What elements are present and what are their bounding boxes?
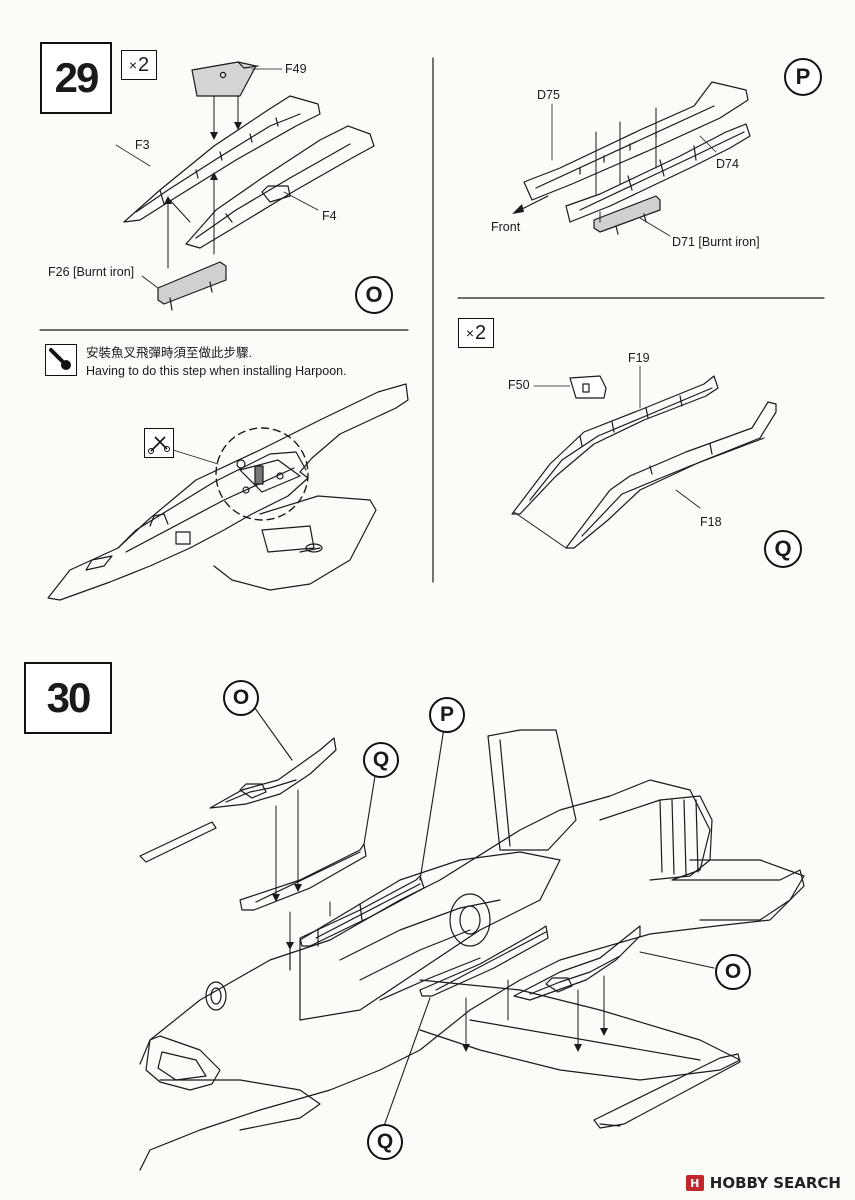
subassembly-q-bottom: [419, 925, 549, 997]
callout-q-bottom: Q: [367, 1124, 403, 1160]
callout-q-top: Q: [363, 742, 399, 778]
assembly-label-q: Q: [764, 530, 802, 568]
airframe-drawing: [139, 729, 805, 1171]
part-label-d71: D71 [Burnt iron]: [672, 235, 760, 249]
times-icon: ×: [465, 325, 475, 341]
part-label-f19: F19: [628, 351, 650, 365]
callout-o-bottom: O: [715, 954, 751, 990]
detail-circle: [215, 427, 309, 521]
subassembly-o-top: [209, 737, 337, 809]
callout-p: P: [429, 697, 465, 733]
harpoon-note: 安裝魚叉飛彈時須至做此步驟. Having to do this step wh…: [86, 344, 347, 380]
step-number-29: 29: [40, 42, 112, 114]
part-d74-drawing: [565, 123, 751, 223]
harpoon-note-en: Having to do this step when installing H…: [86, 364, 347, 378]
assembly-label-p: P: [784, 58, 822, 96]
part-label-f18: F18: [700, 515, 722, 529]
multiplier-value: 2: [138, 53, 150, 76]
part-f49-drawing: [191, 61, 283, 97]
times-icon: ×: [128, 57, 138, 73]
quantity-multiplier: ×2: [458, 318, 494, 348]
part-f18-drawing: [565, 401, 777, 549]
part-d71-drawing: [593, 195, 671, 237]
part-f26-drawing: [141, 261, 227, 311]
subassembly-p: [299, 875, 425, 947]
assembly-label-o: O: [355, 276, 393, 314]
step-number-30: 30: [24, 662, 112, 734]
part-f19-drawing: [511, 365, 719, 515]
part-label-f4: F4: [322, 209, 337, 223]
quantity-multiplier: ×2: [121, 50, 157, 80]
part-label-d74: D74: [716, 157, 739, 171]
part-label-f26: F26 [Burnt iron]: [48, 265, 135, 279]
multiplier-value: 2: [475, 321, 487, 344]
step-number-text: 30: [46, 674, 92, 721]
part-label-f3: F3: [135, 138, 150, 152]
part-label-f49: F49: [285, 62, 307, 76]
nose-section-drawing: [47, 383, 409, 601]
warning-icon: [45, 344, 77, 376]
subassembly-o-bottom: [513, 925, 641, 1001]
part-f50-drawing: [533, 375, 607, 399]
part-f3-drawing: [115, 95, 321, 223]
watermark-text: HOBBY SEARCH: [709, 1174, 841, 1192]
step-number-text: 29: [54, 54, 100, 101]
subassembly-q-top: [239, 843, 367, 911]
hobby-search-watermark: H HOBBY SEARCH: [685, 1174, 841, 1192]
part-label-f50: F50: [508, 378, 530, 392]
part-f4-drawing: [185, 125, 375, 249]
cut-tool-icon: [144, 428, 174, 458]
harpoon-note-zh: 安裝魚叉飛彈時須至做此步驟.: [86, 346, 252, 360]
part-d75-drawing: [523, 81, 749, 201]
part-label-d75: D75: [537, 88, 560, 102]
direction-label-front: Front: [491, 220, 521, 234]
callout-o-top: O: [223, 680, 259, 716]
hobby-search-logo-icon: H: [685, 1175, 704, 1191]
